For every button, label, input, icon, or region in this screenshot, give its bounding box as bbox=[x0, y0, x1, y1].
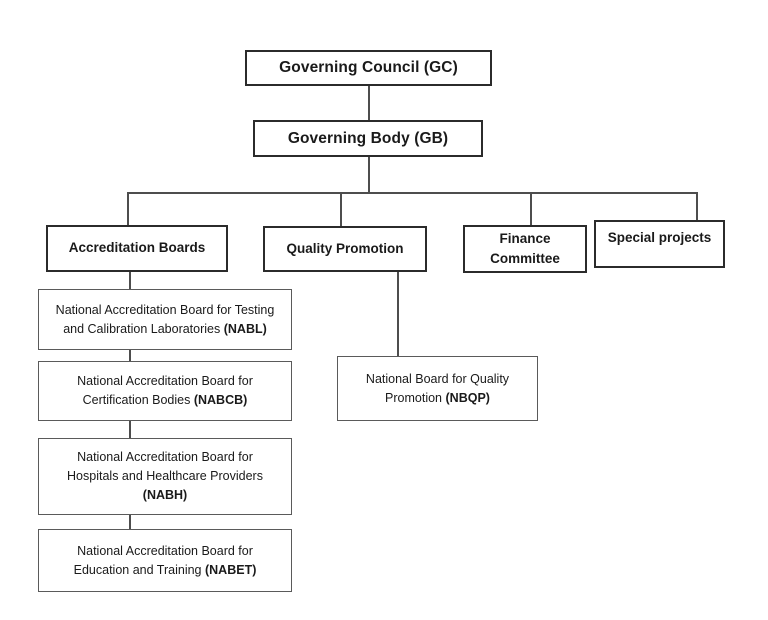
node-label: Special projects bbox=[607, 230, 712, 245]
node-special-projects: Special projects bbox=[594, 220, 725, 268]
node-label: National Accreditation Board for Hospita… bbox=[67, 450, 263, 502]
connector-drop-finance bbox=[530, 192, 532, 225]
connector-drop-special bbox=[696, 192, 698, 220]
connector-gb-trunk bbox=[368, 157, 370, 192]
node-quality-promotion: Quality Promotion bbox=[263, 226, 427, 272]
connector-gc-gb bbox=[368, 86, 370, 120]
node-nabet: National Accreditation Board for Educati… bbox=[38, 529, 292, 592]
node-acronym: (NABL) bbox=[223, 321, 267, 336]
node-label: National Board for Quality Promotion (NB… bbox=[365, 371, 510, 405]
connector-nabl-nabcb bbox=[129, 350, 131, 361]
node-governing-council: Governing Council (GC) bbox=[245, 50, 492, 86]
connector-drop-quality bbox=[340, 192, 342, 226]
node-acronym: (NBQP) bbox=[445, 390, 490, 405]
connector-nabcb-nabh bbox=[129, 421, 131, 438]
node-nabh: National Accreditation Board for Hospita… bbox=[38, 438, 292, 515]
connector-nabh-nabet bbox=[129, 515, 131, 529]
node-label: Accreditation Boards bbox=[68, 240, 206, 256]
connector-quality-nbqp bbox=[397, 272, 399, 356]
node-finance-committee: Finance Committee bbox=[463, 225, 587, 273]
node-label: National Accreditation Board for Certifi… bbox=[77, 374, 253, 407]
node-label: Governing Council (GC) bbox=[279, 59, 458, 76]
node-label: National Accreditation Board for Educati… bbox=[73, 543, 257, 577]
node-label: Governing Body (GB) bbox=[287, 129, 449, 147]
node-nabcb: National Accreditation Board for Certifi… bbox=[38, 361, 292, 421]
connector-branch-bar bbox=[127, 192, 698, 194]
node-governing-body: Governing Body (GB) bbox=[253, 120, 483, 157]
connector-accreditation-nabl bbox=[129, 272, 131, 289]
node-label: Finance Committee bbox=[490, 230, 560, 266]
node-acronym: (NABCB) bbox=[193, 393, 248, 407]
node-label: Quality Promotion bbox=[286, 240, 404, 256]
connector-drop-accreditation bbox=[127, 192, 129, 225]
node-label: National Accreditation Board for Testing… bbox=[55, 302, 275, 336]
node-acronym: (NABET) bbox=[204, 562, 257, 577]
node-accreditation-boards: Accreditation Boards bbox=[46, 225, 228, 272]
node-nbqp: National Board for Quality Promotion (NB… bbox=[337, 356, 538, 421]
node-acronym: (NABH) bbox=[142, 487, 188, 502]
node-nabl: National Accreditation Board for Testing… bbox=[38, 289, 292, 350]
